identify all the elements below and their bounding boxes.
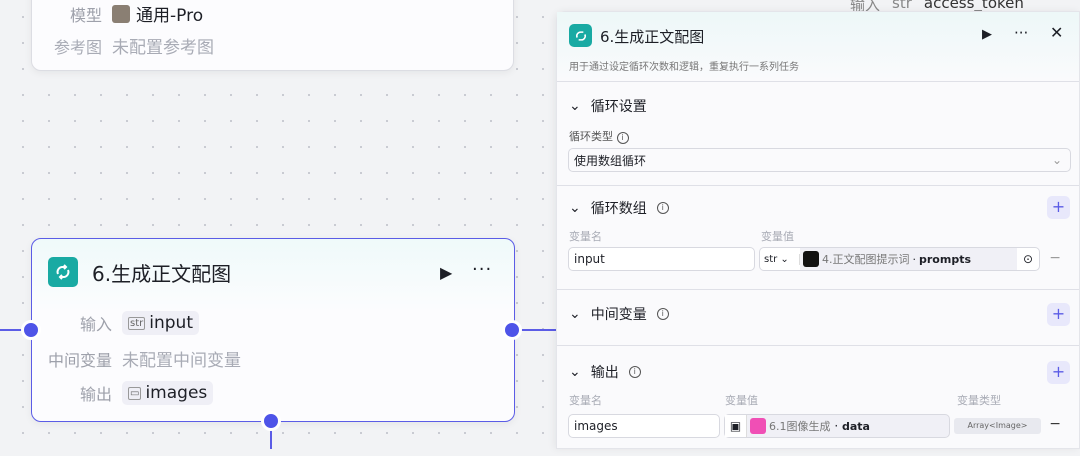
loop-type-value: 使用数组循环 <box>574 153 647 168</box>
loop-icon <box>569 24 592 47</box>
incoming-edge <box>0 329 22 331</box>
node-title: 6.生成正文配图 <box>92 261 232 286</box>
remove-row-icon[interactable]: − <box>1049 416 1061 432</box>
mid-value: 未配置中间变量 <box>122 351 241 371</box>
value-header: 变量值 <box>761 230 794 243</box>
close-icon[interactable]: ✕ <box>1050 23 1064 42</box>
loop-var-value-field[interactable]: str ⌄ 4.正文配图提示词 · prompts ⊙ <box>759 247 1040 271</box>
output-name-input[interactable]: images <box>568 414 720 438</box>
loop-type-label: 循环类型 <box>569 130 613 143</box>
info-icon: i <box>656 202 669 214</box>
model-label: 模型 <box>69 5 102 25</box>
type-value: str <box>764 253 778 265</box>
add-loop-array-button[interactable]: + <box>1047 196 1070 219</box>
type-header: 变量类型 <box>957 394 1001 407</box>
section-title: 循环数组 <box>590 201 647 217</box>
source-node: 6.1图像生成 <box>769 420 831 433</box>
str-type-icon: str <box>128 316 146 330</box>
section-title: 循环设置 <box>590 99 647 115</box>
chevron-down-icon: ⌄ <box>1051 153 1062 167</box>
bg-type: str <box>892 0 912 12</box>
input-port[interactable] <box>21 320 41 340</box>
more-icon[interactable]: ··· <box>472 259 493 280</box>
panel-title: 6.生成正文配图 <box>600 28 705 46</box>
output-label: 输出 <box>79 385 112 404</box>
outgoing-edge <box>520 329 560 331</box>
target-icon[interactable]: ⊙ <box>1022 252 1034 266</box>
info-icon: i <box>656 308 669 320</box>
loop-settings-toggle[interactable]: ⌄循环设置 <box>569 98 647 115</box>
bottom-port[interactable] <box>261 411 281 431</box>
model-value: 通用-Pro <box>136 6 204 26</box>
remove-row-icon[interactable]: − <box>1049 250 1061 266</box>
image-type-icon: ▭ <box>128 386 142 400</box>
input-value: input <box>149 313 193 333</box>
add-intermediate-button[interactable]: + <box>1047 303 1070 326</box>
info-icon: i <box>616 132 629 144</box>
output-port[interactable] <box>502 320 522 340</box>
loop-settings-section: ⌄循环设置 循环类型 i 使用数组循环 ⌄ <box>557 82 1079 186</box>
input-value: images <box>574 419 618 433</box>
loop-type-select[interactable]: 使用数组循环 ⌄ <box>568 148 1071 172</box>
info-icon: i <box>628 366 641 378</box>
source-field: data <box>841 419 870 433</box>
add-output-button[interactable]: + <box>1047 361 1070 384</box>
background-node-fragment: 输入 str access_token <box>850 0 1024 15</box>
loop-icon <box>48 257 78 287</box>
value-header: 变量值 <box>725 394 758 407</box>
panel-description: 用于通过设定循环次数和逻辑，重复执行一系列任务 <box>569 62 799 73</box>
run-icon[interactable]: ▶ <box>982 27 992 42</box>
more-icon[interactable]: ··· <box>1014 24 1029 42</box>
section-title: 中间变量 <box>590 307 647 323</box>
source-node-icon <box>803 251 819 267</box>
model-thumbnail <box>112 4 130 23</box>
loop-var-name-input[interactable]: input <box>568 247 755 271</box>
input-label: 输入 <box>79 315 112 334</box>
run-icon[interactable]: ▶ <box>440 263 453 282</box>
bg-input-label: 输入 <box>850 0 881 14</box>
image-gen-icon <box>750 418 766 434</box>
node-settings-panel: 6.生成正文配图 ▶ ··· ✕ 用于通过设定循环次数和逻辑，重复执行一系列任务… <box>556 11 1080 449</box>
output-value-field[interactable]: ▣ 6.1图像生成 · data <box>724 414 950 438</box>
ref-label: 参考图 <box>53 37 102 57</box>
source-node: 4.正文配图提示词 <box>822 253 910 266</box>
name-header: 变量名 <box>569 230 602 243</box>
image-generation-node[interactable]: 模型 通用-Pro 参考图 未配置参考图 <box>31 0 514 71</box>
ref-value: 未配置参考图 <box>112 38 214 58</box>
type-select[interactable]: str ⌄ <box>760 253 800 265</box>
output-value: images <box>145 383 208 403</box>
name-header: 变量名 <box>569 394 602 407</box>
input-value: input <box>574 252 605 266</box>
mid-label: 中间变量 <box>47 350 112 370</box>
image-type-icon: ▣ <box>725 415 747 437</box>
section-title: 输出 <box>590 365 619 381</box>
source-field: prompts <box>919 252 971 266</box>
type-badge: Array<Image> <box>954 418 1041 434</box>
bottom-edge <box>270 428 272 449</box>
bg-value: access_token <box>923 0 1024 12</box>
